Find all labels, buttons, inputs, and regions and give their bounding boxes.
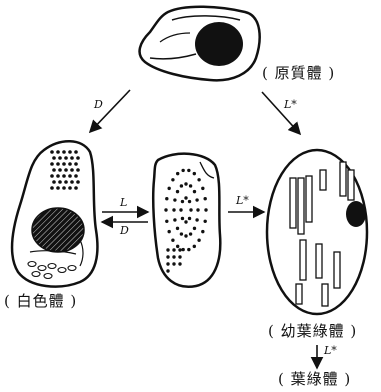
arrow-label-light: L xyxy=(120,196,127,209)
etioplast-figure xyxy=(153,154,220,287)
label-proplastid: ( 原質體 ) xyxy=(262,62,335,83)
arrow-label-light-star-mid: L* xyxy=(236,194,249,207)
arrow-dark xyxy=(90,90,130,132)
arrow-label-light-star: L* xyxy=(284,98,297,111)
label-chloroplast: ( 葉綠體 ) xyxy=(278,368,351,389)
arrow-label-dark: D xyxy=(94,98,103,111)
label-young-chloroplast: ( 幼葉綠體 ) xyxy=(268,320,357,341)
arrow-label-dark-back: D xyxy=(120,224,129,237)
young-chloroplast-figure xyxy=(267,150,367,314)
leucoplast-figure xyxy=(12,141,97,286)
label-leucoplast: ( 白色體 ) xyxy=(4,290,77,311)
proplastid-figure xyxy=(140,7,260,81)
arrow-label-light-star-bottom: L* xyxy=(324,344,337,357)
